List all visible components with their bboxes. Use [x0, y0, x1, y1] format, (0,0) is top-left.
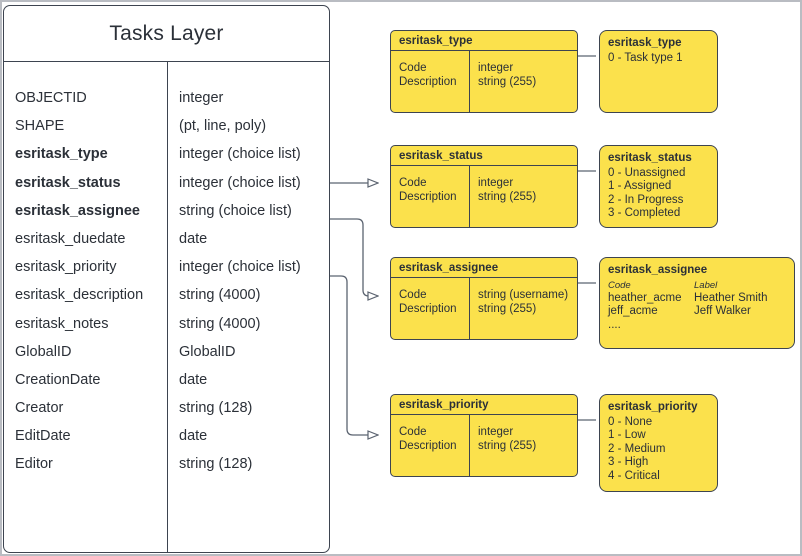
code-list-priority-entry-2: 2 - Medium	[608, 442, 666, 455]
value-description: string (255)	[478, 76, 537, 88]
field-type-esritask-assignee: string (choice list)	[179, 202, 292, 219]
value-description: string (255)	[478, 191, 537, 203]
value-code: integer	[478, 177, 514, 189]
code-list-esritask-status[interactable]: esritask_status 0 - Unassigned 1 - Assig…	[599, 145, 718, 228]
code-list-esritask-priority[interactable]: esritask_priority 0 - None 1 - Low 2 - M…	[599, 394, 718, 492]
entity-title: Tasks Layer	[4, 6, 329, 62]
domain-table-status-header: esritask_status	[391, 146, 577, 166]
field-name-creator: Creator	[15, 400, 64, 417]
domain-table-type-labels: Code Description	[391, 51, 470, 112]
code-list-priority-entry-3: 3 - High	[608, 456, 649, 469]
field-type-esritask-priority: integer (choice list)	[179, 259, 301, 276]
code-list-assignee-table: Code Label heather_acme Heather Smith je…	[608, 279, 786, 333]
domain-table-priority-header: esritask_priority	[391, 395, 577, 415]
domain-table-esritask-priority[interactable]: esritask_priority Code Description integ…	[390, 394, 578, 477]
label-code: Code	[399, 426, 427, 438]
domain-table-assignee-body: Code Description string (username) strin…	[391, 278, 577, 339]
field-type-esritask-description: string (4000)	[179, 287, 261, 304]
label-description: Description	[399, 76, 457, 88]
code-list-status-entry-0: 0 - Unassigned	[608, 166, 686, 179]
field-type-creator: string (128)	[179, 400, 253, 417]
value-code: integer	[478, 426, 514, 438]
domain-table-status-body: Code Description integer string (255)	[391, 166, 577, 227]
domain-table-esritask-status[interactable]: esritask_status Code Description integer…	[390, 145, 578, 228]
code-list-status-entry-3: 3 - Completed	[608, 207, 681, 220]
field-name-creationdate: CreationDate	[15, 371, 101, 388]
domain-table-priority-values: integer string (255)	[470, 415, 577, 476]
domain-table-type-header: esritask_type	[391, 31, 577, 51]
entity-tasks-layer[interactable]: Tasks Layer OBJECTID SHAPE esritask_type…	[3, 5, 330, 553]
field-type-shape: (pt, line, poly)	[179, 118, 267, 135]
field-name-globalid: GlobalID	[15, 343, 72, 360]
domain-table-status-labels: Code Description	[391, 166, 470, 227]
field-type-objectid: integer	[179, 90, 224, 106]
field-name-editor: Editor	[15, 456, 53, 473]
field-name-shape: SHAPE	[15, 118, 65, 135]
code-list-priority-entry-4: 4 - Critical	[608, 469, 660, 482]
field-name-esritask-assignee: esritask_assignee	[15, 202, 140, 219]
field-name-esritask-description: esritask_description	[15, 287, 144, 304]
code-list-priority-title: esritask_priority	[608, 401, 698, 413]
field-type-esritask-notes: string (4000)	[179, 315, 261, 332]
value-description: string (255)	[478, 303, 537, 315]
value-code: integer	[478, 62, 514, 74]
code-list-assignee-title: esritask_assignee	[608, 264, 708, 276]
field-type-esritask-duedate: date	[179, 230, 208, 247]
field-name-esritask-priority: esritask_priority	[15, 259, 117, 276]
field-type-editdate: date	[179, 428, 208, 445]
value-code: string (username)	[478, 289, 569, 301]
domain-table-esritask-assignee[interactable]: esritask_assignee Code Description strin…	[390, 257, 578, 340]
label-description: Description	[399, 440, 457, 452]
code-list-assignee-row-0: heather_acme Heather Smith	[608, 292, 786, 306]
code-list-status-entry-2: 2 - In Progress	[608, 193, 684, 206]
code-list-type-title: esritask_type	[608, 37, 682, 49]
field-name-esritask-status: esritask_status	[15, 174, 121, 191]
field-name-esritask-notes: esritask_notes	[15, 315, 109, 332]
entity-body: OBJECTID SHAPE esritask_type esritask_st…	[4, 62, 329, 552]
entity-field-type-column: integer (pt, line, poly) integer (choice…	[168, 62, 329, 552]
code-list-assignee-ellipsis: ....	[608, 318, 621, 331]
field-type-globalid: GlobalID	[179, 343, 236, 360]
label-value: Jeff Walker	[694, 305, 751, 318]
domain-table-assignee-header: esritask_assignee	[391, 258, 577, 278]
label-value: Heather Smith	[694, 291, 768, 304]
code-value: jeff_acme	[608, 305, 658, 318]
domain-table-priority-body: Code Description integer string (255)	[391, 415, 577, 476]
domain-table-priority-labels: Code Description	[391, 415, 470, 476]
label-description: Description	[399, 191, 457, 203]
label-description: Description	[399, 303, 457, 315]
label-code: Code	[399, 62, 427, 74]
entity-field-name-column: OBJECTID SHAPE esritask_type esritask_st…	[4, 62, 168, 552]
label-code: Code	[399, 289, 427, 301]
domain-table-type-values: integer string (255)	[470, 51, 577, 112]
field-type-editor: string (128)	[179, 456, 253, 473]
domain-table-esritask-type[interactable]: esritask_type Code Description integer s…	[390, 30, 578, 113]
value-description: string (255)	[478, 440, 537, 452]
domain-table-assignee-labels: Code Description	[391, 278, 470, 339]
field-type-esritask-status: integer (choice list)	[179, 174, 301, 191]
code-list-assignee-row-1: jeff_acme Jeff Walker	[608, 305, 786, 319]
code-list-status-title: esritask_status	[608, 152, 692, 164]
domain-table-assignee-values: string (username) string (255)	[470, 278, 577, 339]
domain-table-type-body: Code Description integer string (255)	[391, 51, 577, 112]
code-list-type-entry-0: 0 - Task type 1	[608, 51, 683, 64]
code-list-assignee-header-label: Label	[694, 279, 718, 291]
code-list-esritask-assignee[interactable]: esritask_assignee Code Label heather_acm…	[599, 257, 795, 349]
label-code: Code	[399, 177, 427, 189]
code-list-priority-entry-0: 0 - None	[608, 415, 653, 428]
field-name-objectid: OBJECTID	[15, 90, 87, 106]
field-type-esritask-type: integer (choice list)	[179, 146, 301, 163]
field-name-editdate: EditDate	[15, 428, 71, 445]
field-name-esritask-duedate: esritask_duedate	[15, 230, 126, 247]
code-list-assignee-header-code: Code	[608, 279, 631, 291]
code-list-priority-entry-1: 1 - Low	[608, 429, 646, 442]
code-list-esritask-type[interactable]: esritask_type 0 - Task type 1	[599, 30, 718, 113]
code-list-assignee-header-row: Code Label	[608, 279, 786, 292]
code-value: heather_acme	[608, 291, 682, 304]
field-type-creationdate: date	[179, 371, 208, 388]
code-list-status-entry-1: 1 - Assigned	[608, 180, 672, 193]
field-name-esritask-type: esritask_type	[15, 146, 108, 163]
domain-table-status-values: integer string (255)	[470, 166, 577, 227]
